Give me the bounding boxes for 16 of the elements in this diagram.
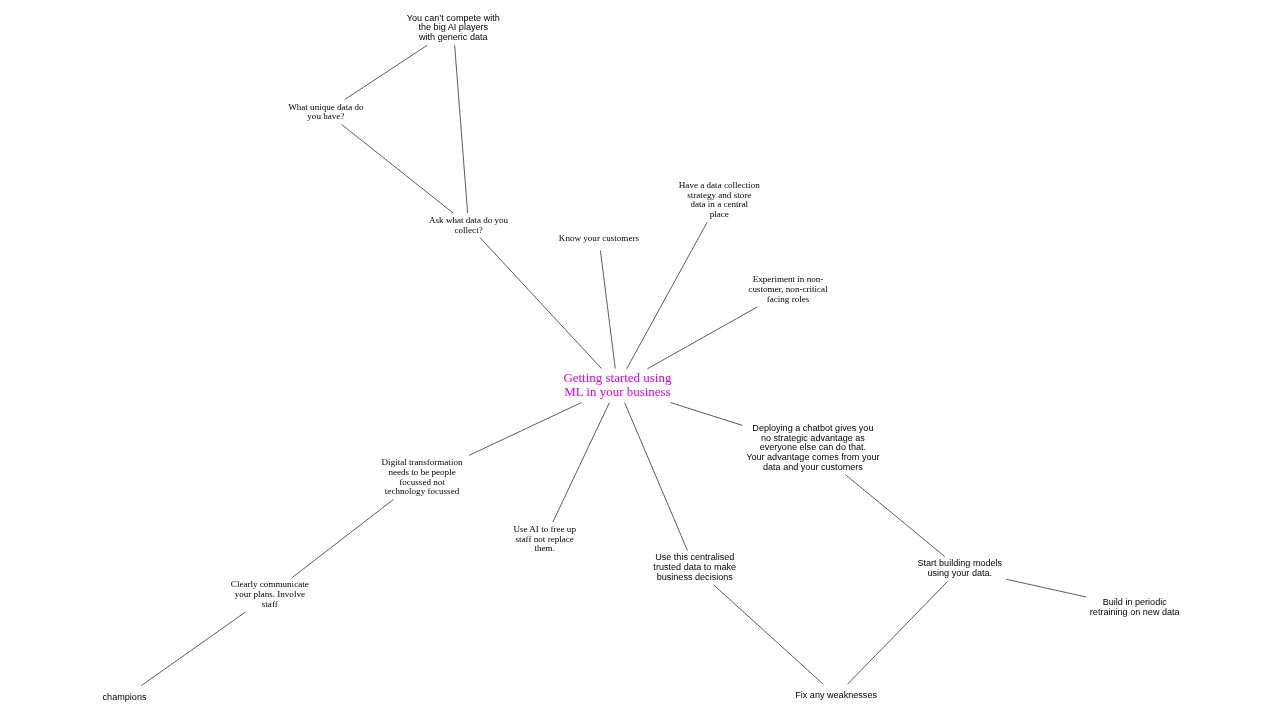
node-text: Use this centralised trusted data to make business decisions bbox=[652, 552, 736, 582]
node-text: What unique data do you have? bbox=[287, 101, 364, 122]
node-text: Deploying a chatbot gives you no strategic advantage as everyone else can do that. Your advantage comes from your data and your customers bbox=[745, 422, 880, 472]
node-text: Ask what data do you collect? bbox=[428, 214, 508, 235]
node-text: Have a data collection strategy and store data in a central place bbox=[678, 179, 760, 220]
node-text: You can’t compete with the big AI players with generic data bbox=[406, 12, 500, 43]
node-text: Getting started using ML in your business bbox=[562, 369, 671, 400]
node-text: Digital transformation needs to be people focussed not technology focussed bbox=[381, 457, 462, 497]
node-text: Use AI to free up staff not replace them. bbox=[512, 523, 576, 554]
node-text: Clearly communicate your plans. Involve staff bbox=[230, 579, 309, 609]
node-text: Build in periodic retraining on new data bbox=[1089, 597, 1180, 618]
node-text: Start building models using your data. bbox=[916, 558, 1002, 579]
node-text: Fix any weaknesses bbox=[794, 690, 877, 701]
node-text: Know your customers bbox=[558, 233, 639, 244]
node-text: champions bbox=[102, 691, 146, 702]
node-text: Experiment in non-customer, non-critical facing roles bbox=[747, 274, 828, 304]
